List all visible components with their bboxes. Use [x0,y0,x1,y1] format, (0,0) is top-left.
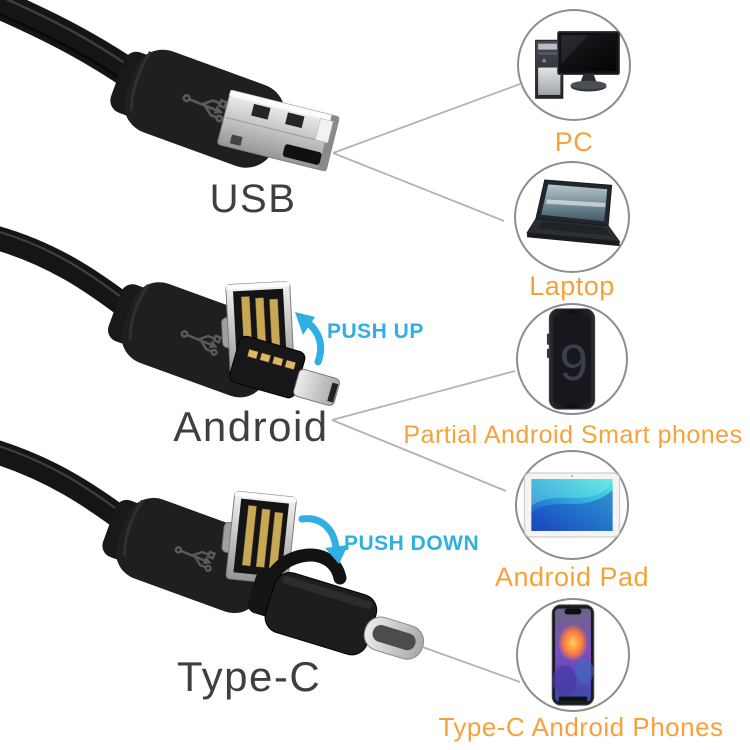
android-phone-icon: 9 [546,308,596,410]
usb-connector-label: USB [209,177,297,221]
micro-usb-plug [229,335,340,406]
pc-icon [535,31,620,99]
laptop-device-circle [514,161,630,273]
device-label-android-phones: Partial Android Smart phones [403,421,743,449]
push-up-label: PUSH UP [327,320,424,343]
pc-device-circle [517,9,631,121]
tablet-icon [523,472,621,538]
device-label-android-pad: Android Pad [494,562,650,592]
phone-screen-glyph: 9 [560,334,588,391]
typec-connector-label: Type-C [176,653,322,700]
usb-connector-photo [0,0,340,172]
push-down-arrow-icon [298,515,340,552]
device-label-laptop: Laptop [529,271,615,301]
laptop-icon [526,179,621,247]
android-connector-photo [0,226,340,406]
line-android-to-phone [331,370,516,421]
type-c-adapter [247,570,425,660]
push-up-arrowhead-icon [295,312,315,335]
android-phone-device-circle: 9 [516,303,628,415]
device-label-pc: PC [554,127,594,157]
push-down-arrowhead-icon [325,545,348,564]
typec-connector-photo [0,440,425,660]
type-c-phone-icon [551,604,595,706]
android-pad-device-circle [515,450,629,560]
line-usb-to-laptop [332,152,505,222]
line-android-to-pad [331,419,507,492]
device-label-type-c-phones: Type-C Android Phones [438,712,724,742]
line-usb-to-pc [332,83,521,154]
push-down-label: PUSH DOWN [344,532,480,555]
type-c-phone-device-circle [516,598,630,712]
flip-up-usb-shell [221,281,295,375]
android-connector-label: Android [173,403,329,450]
usb-a-metal-plug [217,89,340,172]
